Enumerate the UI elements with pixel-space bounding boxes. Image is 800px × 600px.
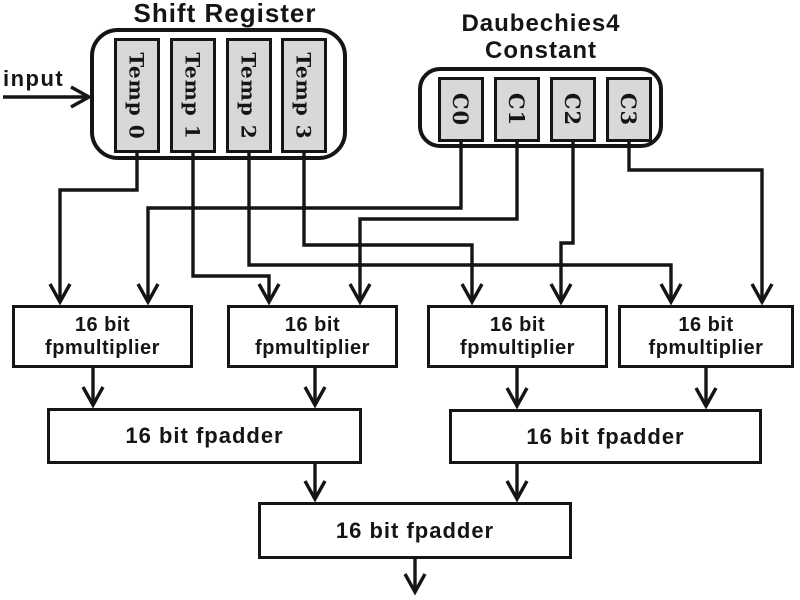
constants-title: Daubechies4 Constant bbox=[418, 10, 664, 64]
register-cell-temp3-label: Temp 3 bbox=[292, 51, 316, 140]
multiplier-1-label-line1: 16 bit bbox=[74, 313, 131, 336]
constant-cell-c3-label: C3 bbox=[616, 92, 642, 127]
register-cell-temp1-label: Temp 1 bbox=[181, 51, 205, 140]
wire-temp1-to-mult2 bbox=[191, 150, 281, 306]
multiplier-2-label-line2: fpmultiplier bbox=[255, 336, 370, 359]
adder-3-label: 16 bit fpadder bbox=[335, 517, 495, 543]
constant-cell-c1: C1 bbox=[494, 77, 540, 142]
adder-1-label: 16 bit fpadder bbox=[125, 423, 284, 448]
constant-cell-c1-label: C1 bbox=[504, 92, 530, 127]
register-cell-temp2: Temp 2 bbox=[226, 38, 272, 153]
wire-c3-to-mult4 bbox=[627, 140, 774, 306]
adder-box-2: 16 bit fpadder bbox=[449, 409, 762, 464]
register-cell-temp0: Temp 0 bbox=[114, 38, 160, 153]
multiplier-1-label-line2: fpmultiplier bbox=[45, 336, 160, 359]
constants-title-line1: Daubechies4 bbox=[461, 10, 621, 37]
multiplier-box-3: 16 bit fpmultiplier bbox=[427, 305, 608, 368]
wire-c1-to-mult2 bbox=[348, 140, 519, 306]
wire-c2-to-mult3 bbox=[549, 140, 575, 306]
multiplier-2-label-line1: 16 bit bbox=[284, 313, 341, 336]
multiplier-box-2: 16 bit fpmultiplier bbox=[227, 305, 398, 368]
constant-cell-c0-label: C0 bbox=[448, 92, 474, 127]
wire-temp2-to-mult4 bbox=[247, 150, 683, 306]
register-cell-temp0-label: Temp 0 bbox=[125, 51, 149, 140]
adder-2-label: 16 bit fpadder bbox=[526, 423, 685, 449]
multiplier-3-label-line1: 16 bit bbox=[489, 313, 546, 336]
constant-cell-c0: C0 bbox=[438, 77, 484, 142]
adder-box-3: 16 bit fpadder bbox=[258, 502, 572, 559]
shift-register-title: Shift Register bbox=[133, 0, 317, 28]
multiplier-4-label-line1: 16 bit bbox=[678, 313, 734, 336]
register-cell-temp2-label: Temp 2 bbox=[237, 51, 261, 140]
constants-title-line2: Constant bbox=[485, 37, 597, 64]
multiplier-4-label-line2: fpmultiplier bbox=[648, 336, 764, 359]
multiplier-3-label-line2: fpmultiplier bbox=[460, 336, 575, 359]
constant-cell-c3: C3 bbox=[606, 77, 652, 142]
constant-cell-c2-label: C2 bbox=[560, 92, 586, 127]
wire-c0-to-mult1 bbox=[136, 140, 463, 306]
register-cell-temp1: Temp 1 bbox=[170, 38, 216, 153]
multiplier-box-4: 16 bit fpmultiplier bbox=[618, 305, 794, 368]
constant-cell-c2: C2 bbox=[550, 77, 596, 142]
input-label: input bbox=[3, 66, 65, 91]
adder-box-1: 16 bit fpadder bbox=[47, 408, 362, 464]
register-cell-temp3: Temp 3 bbox=[281, 38, 327, 153]
multiplier-box-1: 16 bit fpmultiplier bbox=[12, 305, 193, 368]
wire-temp3-to-mult3 bbox=[302, 150, 484, 306]
wire-temp0-to-mult1 bbox=[48, 150, 139, 306]
